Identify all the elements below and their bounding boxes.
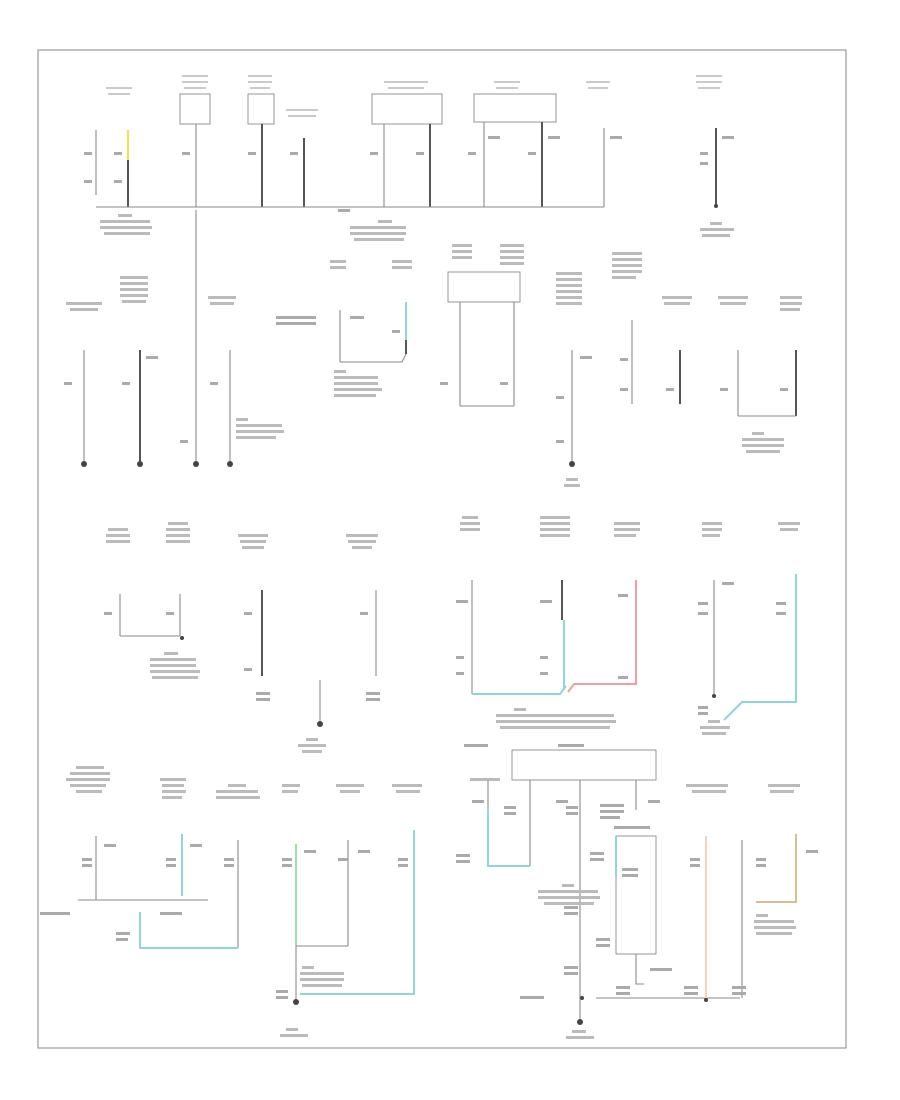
ground-symbol (317, 721, 323, 727)
component-label-1 (106, 87, 132, 95)
component-box-6 (473, 93, 557, 123)
wire-pink (567, 580, 637, 693)
component-box (447, 271, 521, 303)
component-label-5 (384, 81, 428, 89)
component-labels (66, 244, 802, 311)
ground-symbol (293, 999, 299, 1005)
section-middle-components (64, 210, 802, 487)
component-labels (106, 516, 800, 549)
component-label-2 (182, 75, 208, 89)
splice-caption (100, 214, 734, 241)
ground-symbol (193, 461, 199, 467)
ground-symbol (227, 461, 233, 467)
ground-symbol (81, 461, 87, 467)
splice-captions (150, 652, 730, 753)
component-labels (66, 766, 800, 799)
wire-cyan (487, 810, 530, 867)
ground-symbol (577, 1019, 583, 1025)
ground-splice (580, 996, 584, 1000)
section-top-components (84, 75, 734, 241)
component-box-large (511, 749, 657, 781)
ground-splice (714, 204, 718, 208)
section-bottom-components (40, 744, 818, 1039)
wire-cyan (139, 912, 238, 949)
splice-captions (236, 370, 784, 487)
ground-symbol (137, 461, 143, 467)
wire (635, 954, 644, 985)
component-box-2 (179, 93, 211, 125)
pin-label-group (84, 136, 734, 212)
pin-labels (40, 800, 818, 999)
wire-tan (756, 834, 797, 903)
ground-splice (180, 636, 184, 640)
wire-cyan (723, 574, 797, 721)
component-box (615, 835, 657, 955)
wire (340, 353, 407, 363)
component-label-6 (494, 81, 520, 89)
pin-labels (104, 582, 786, 715)
component-label-4 (286, 109, 318, 117)
section-lower-components (104, 516, 800, 753)
component-box-labels (464, 744, 584, 747)
component-box-3 (247, 93, 275, 125)
component-label-7 (586, 81, 610, 89)
splice-captions (280, 884, 796, 1039)
component-label-8 (696, 75, 722, 89)
diagram-frame (37, 49, 847, 1049)
component-box-5 (371, 93, 443, 125)
ground-symbol (569, 461, 575, 467)
component-label-3 (248, 75, 272, 89)
wire-cyan (300, 830, 415, 995)
wire-cyan (472, 685, 567, 695)
ground-splice (712, 694, 716, 698)
pin-labels (64, 316, 788, 443)
ground-splice (704, 998, 708, 1002)
